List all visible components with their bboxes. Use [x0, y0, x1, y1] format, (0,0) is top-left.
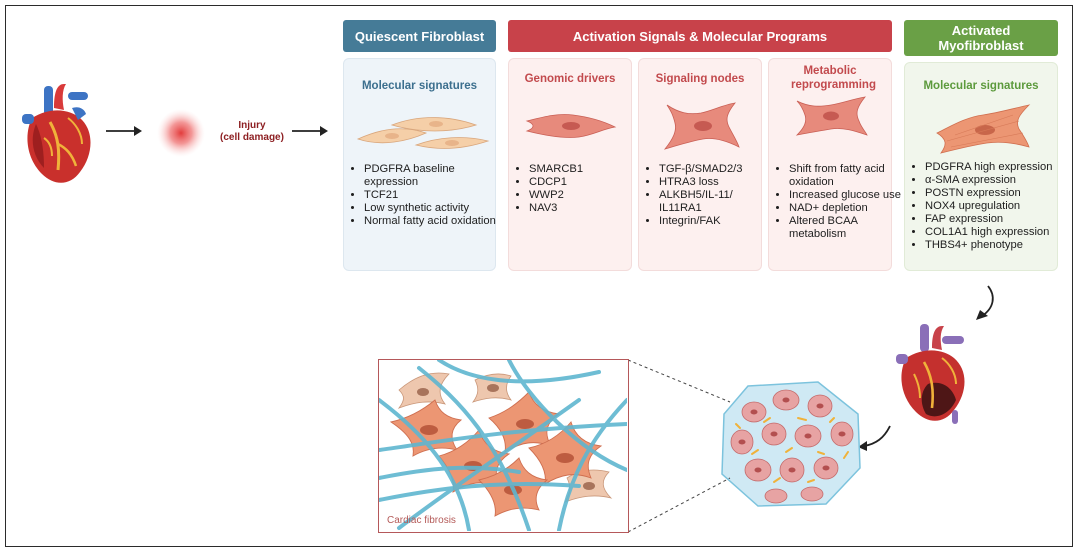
myofibroblast-cell-icon [936, 104, 1031, 154]
list-item: TCF21 [364, 189, 504, 202]
genomic-panel: Genomic drivers SMARCB1 CDCP1 WWP2 NAV3 [508, 58, 632, 271]
cardiac-fibrosis-illustration [379, 360, 628, 532]
arrow-to-quiescent [292, 126, 328, 136]
list-item: POSTN expression [925, 187, 1075, 200]
list-item: Integrin/FAK [659, 215, 771, 228]
metabolic-cell-icon [795, 96, 868, 136]
metabolic-panel: Metabolic reprogramming Shift from fatty… [768, 58, 901, 271]
list-item: THBS4+ phenotype [925, 239, 1075, 252]
list-item: NOX4 upregulation [925, 200, 1075, 213]
list-item: WWP2 [529, 189, 639, 202]
signaling-cell-icon [663, 102, 740, 150]
metabolic-list: Shift from fatty acid oxidation Increase… [769, 163, 901, 241]
genomic-cell-icon [525, 114, 617, 138]
arrow-to-fibrotic-heart [976, 285, 994, 320]
activation-header: Activation Signals & Molecular Programs [508, 20, 892, 52]
list-item: Shift from fatty acid oxidation [789, 163, 901, 189]
list-item: COL1A1 high expression [925, 226, 1075, 239]
genomic-list: SMARCB1 CDCP1 WWP2 NAV3 [509, 163, 639, 215]
signaling-panel: Signaling nodes TGF-β/SMAD2/3 HTRA3 loss… [638, 58, 762, 271]
quiescent-list: PDGFRA baseline expression TCF21 Low syn… [344, 163, 504, 228]
list-item: HTRA3 loss [659, 176, 771, 189]
list-item: TGF-β/SMAD2/3 [659, 163, 771, 176]
quiescent-header: Quiescent Fibroblast [343, 20, 496, 52]
metabolic-title: Metabolic reprogramming [791, 65, 876, 91]
genomic-title: Genomic drivers [524, 73, 616, 85]
activated-header: Activated Myofibroblast [904, 20, 1058, 56]
activated-subtitle: Molecular signatures [923, 80, 1039, 92]
injury-label-line2: (cell damage) [220, 132, 284, 143]
activated-list: PDGFRA high expression α-SMA expression … [905, 161, 1075, 252]
quiescent-fibroblasts-icon [356, 117, 490, 149]
list-item: CDCP1 [529, 176, 639, 189]
list-item: Normal fatty acid oxidation [364, 215, 504, 228]
injury-label: Injury (cell damage) [212, 120, 292, 144]
list-item: Low synthetic activity [364, 202, 504, 215]
list-item: PDGFRA high expression [925, 161, 1075, 174]
list-item: NAV3 [529, 202, 639, 215]
injury-label-line1: Injury [238, 120, 266, 131]
healthy-heart-icon [22, 84, 91, 183]
list-item: FAP expression [925, 213, 1075, 226]
list-item: NAD+ depletion [789, 202, 901, 215]
list-item: ALKBH5/IL-11/ IL11RA1 [659, 189, 771, 215]
cardiac-fibrosis-label: Cardiac fibrosis [387, 515, 456, 526]
list-item: Increased glucose use [789, 189, 901, 202]
activated-panel: Molecular signatures PDGFRA high express… [904, 62, 1058, 271]
fibrotic-heart-icon [896, 324, 965, 424]
list-item: α-SMA expression [925, 174, 1075, 187]
injury-glow-icon [157, 109, 205, 157]
arrow-to-tissue [858, 425, 891, 451]
list-item: PDGFRA baseline expression [364, 163, 504, 189]
list-item: Altered BCAA metabolism [789, 215, 901, 241]
signaling-title: Signaling nodes [655, 73, 745, 85]
list-item: SMARCB1 [529, 163, 639, 176]
figure-frame [5, 5, 1073, 547]
quiescent-panel: Molecular signatures PDGFRA baseline exp… [343, 58, 496, 271]
quiescent-subtitle: Molecular signatures [361, 80, 478, 92]
arrow-to-injury [106, 126, 142, 136]
fibrotic-tissue-icon [721, 381, 861, 507]
zoom-lines [627, 359, 731, 533]
cardiac-fibrosis-box: Cardiac fibrosis [378, 359, 629, 533]
signaling-list: TGF-β/SMAD2/3 HTRA3 loss ALKBH5/IL-11/ I… [639, 163, 771, 228]
